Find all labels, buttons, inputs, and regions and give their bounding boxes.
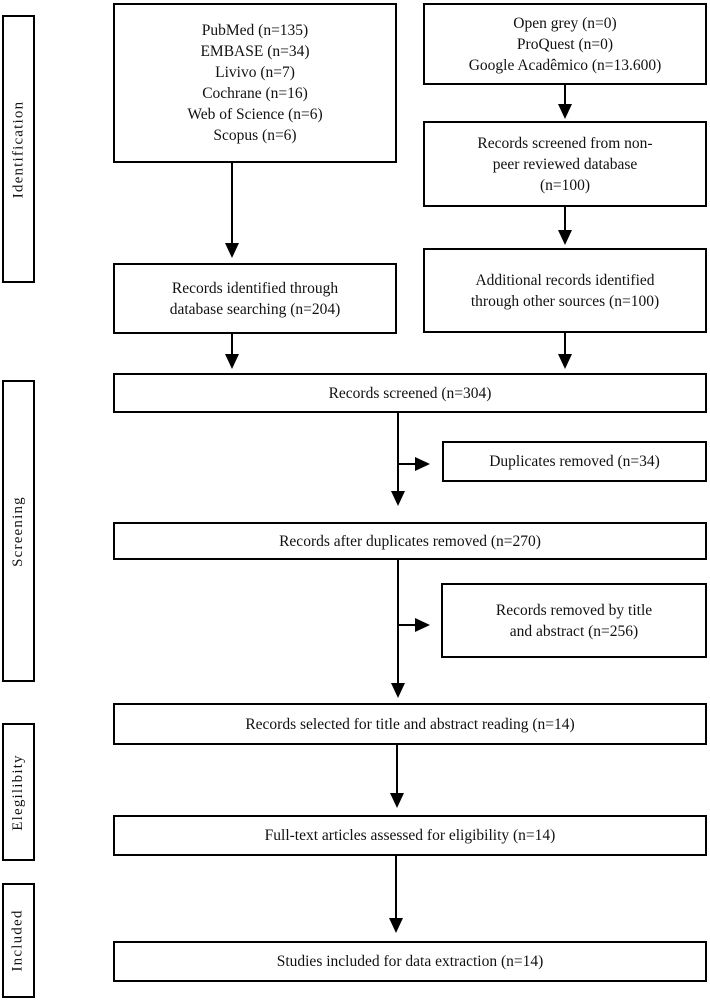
stage-identification: Identification <box>2 15 35 283</box>
arrowhead-down-icon <box>391 683 405 698</box>
after-duplicates-text: Records after duplicates removed (n=270) <box>279 532 541 550</box>
stage-screening-label: Screening <box>10 495 26 567</box>
stage-included: Included <box>2 883 35 998</box>
selected-box: Records selected for title and abstract … <box>113 703 707 745</box>
stage-included-label: Included <box>10 909 27 972</box>
arrowhead-down-icon <box>225 243 239 258</box>
grey-sources-box: Open grey (n=0) ProQuest (n=0) Google Ac… <box>423 3 707 85</box>
stage-screening: Screening <box>2 380 35 682</box>
arrowhead-down-icon <box>558 104 572 119</box>
removed-title-line: Records removed by title <box>495 601 653 619</box>
databases-line: Livivo (n=7) <box>215 64 295 81</box>
databases-line: Cochrane (n=16) <box>202 85 308 102</box>
grey-sources-line: Google Acadêmico (n=13.600) <box>468 56 662 74</box>
full-text-text: Full-text articles assessed for eligibil… <box>264 827 556 844</box>
removed-title-line: and abstract (n=256) <box>509 622 639 640</box>
screened-text: Records screened (n=304) <box>328 384 492 402</box>
arrowhead-down-icon <box>391 491 405 506</box>
additional-line: Additional records identified <box>475 271 655 289</box>
identified-box: Records identified through database sear… <box>113 263 397 334</box>
arrowhead-down-icon <box>225 354 239 369</box>
studies-included-box: Studies included for data extraction (n=… <box>113 941 707 982</box>
after-duplicates-box: Records after duplicates removed (n=270) <box>113 522 707 560</box>
duplicates-box: Duplicates removed (n=34) <box>442 441 707 482</box>
full-text-box: Full-text articles assessed for eligibil… <box>113 815 707 856</box>
identified-line: Records identified through <box>171 279 339 297</box>
studies-included-text: Studies included for data extraction (n=… <box>276 953 544 970</box>
arrowhead-down-icon <box>389 918 403 933</box>
selected-text: Records selected for title and abstract … <box>245 715 575 733</box>
screened-box: Records screened (n=304) <box>113 373 707 413</box>
arrowhead-down-icon <box>390 793 404 808</box>
non-peer-line: (n=100) <box>539 176 591 194</box>
additional-box: Additional records identified through ot… <box>423 248 707 333</box>
grey-sources-line: ProQuest (n=0) <box>516 35 614 53</box>
arrowhead-right-icon <box>415 618 430 632</box>
arrowhead-down-icon <box>558 230 572 245</box>
databases-line: Scopus (n=6) <box>213 127 297 144</box>
databases-line: Web of Science (n=6) <box>187 106 323 123</box>
removed-title-abstract-box: Records removed by title and abstract (n… <box>441 583 707 658</box>
non-peer-line: Records screened from non- <box>477 134 653 152</box>
non-peer-line: peer reviewed database <box>492 155 638 173</box>
duplicates-text: Duplicates removed (n=34) <box>489 453 660 470</box>
identified-line: database searching (n=204) <box>169 300 341 318</box>
arrowhead-down-icon <box>558 354 572 369</box>
grey-sources-line: Open grey (n=0) <box>513 14 617 32</box>
non-peer-box: Records screened from non- peer reviewed… <box>423 121 707 207</box>
databases-box: PubMed (n=135) EMBASE (n=34) Livivo (n=7… <box>113 3 397 163</box>
stage-identification-label: Identification <box>10 100 27 198</box>
stage-eligibility: Elegilibity <box>2 723 35 861</box>
arrowhead-right-icon <box>415 457 430 471</box>
stage-eligibility-label: Elegilibity <box>10 753 26 831</box>
databases-line: EMBASE (n=34) <box>200 43 310 60</box>
databases-line: PubMed (n=135) <box>201 22 309 39</box>
additional-line: through other sources (n=100) <box>470 292 660 310</box>
